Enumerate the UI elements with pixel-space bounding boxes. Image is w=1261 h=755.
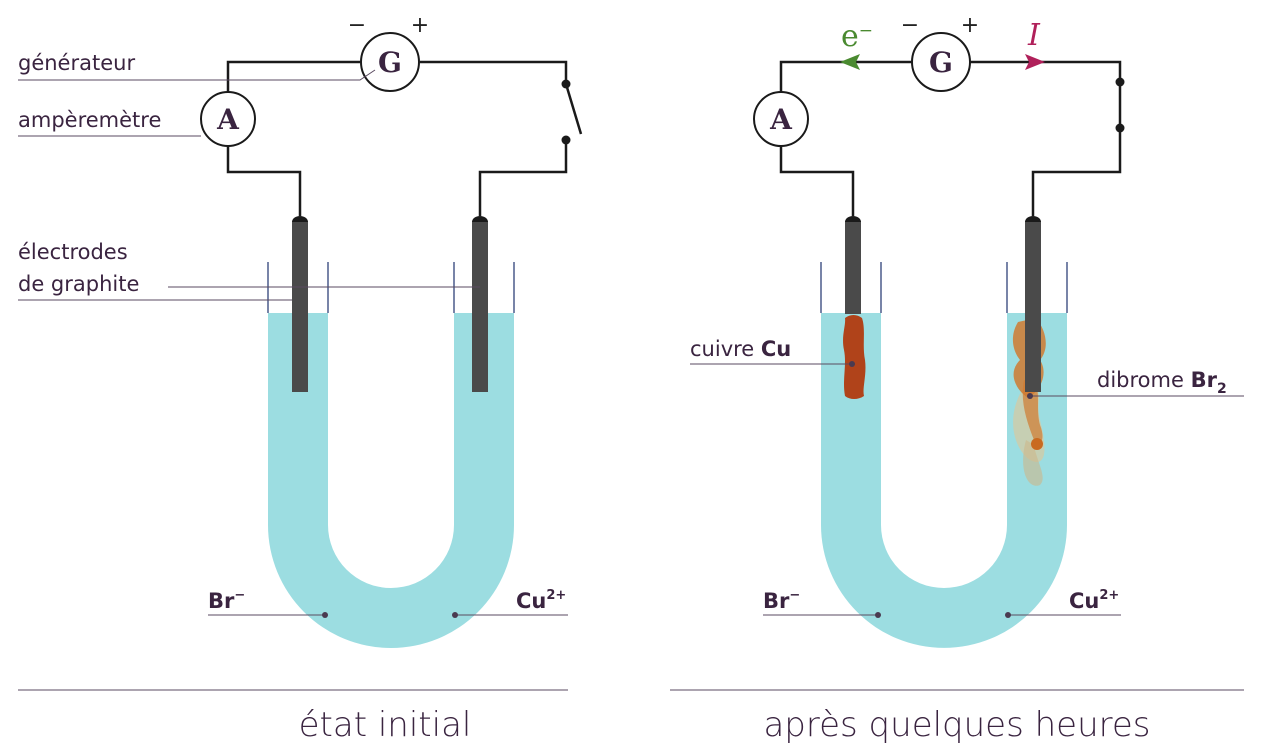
solution-right	[821, 313, 1067, 648]
ammeter-symbol: A	[216, 103, 240, 136]
electron-arrow	[840, 54, 860, 70]
switch-open	[564, 83, 583, 135]
right-panel: e− I G − + A cuivre Cu dibrome Br2 Br− C…	[670, 13, 1244, 745]
left-panel: G − + A générateur ampèremètre électrode…	[18, 13, 583, 745]
svg-text:dibrome Br2: dibrome Br2	[1097, 368, 1227, 397]
copper-deposit	[843, 315, 866, 399]
electrode-right	[472, 222, 488, 392]
ammeter-right	[753, 91, 809, 147]
ion-cu-left: Cu2+	[516, 588, 566, 613]
minus-sign: −	[901, 13, 919, 38]
generator-symbol: G	[378, 46, 402, 79]
ammeter-left	[200, 91, 256, 147]
ammeter-symbol: A	[769, 103, 793, 136]
generator-symbol: G	[929, 46, 953, 79]
ion-br-right: Br−	[763, 588, 800, 613]
svg-text:Cu2+: Cu2+	[1069, 588, 1119, 613]
generator-left	[360, 32, 420, 92]
svg-text:Cu2+: Cu2+	[516, 588, 566, 613]
svg-text:Br−: Br−	[208, 588, 245, 613]
label-cuivre: cuivre Cu	[690, 337, 791, 361]
label-generateur: générateur	[18, 51, 135, 75]
caption-right: après quelques heures	[763, 705, 1150, 745]
electrode-left	[292, 222, 308, 392]
current-arrow	[1025, 54, 1045, 70]
svg-text:Br−: Br−	[763, 588, 800, 613]
plus-sign: +	[411, 13, 429, 38]
minus-sign: −	[348, 13, 366, 38]
solution-left	[268, 313, 514, 648]
ion-cu-right: Cu2+	[1069, 588, 1119, 613]
plus-sign: +	[961, 13, 979, 38]
current-label: I	[1027, 18, 1041, 53]
label-electrodes-1: électrodes	[18, 240, 128, 264]
ion-br-left: Br−	[208, 588, 245, 613]
electrode-left	[845, 222, 861, 314]
label-electrodes-2: de graphite	[18, 272, 139, 296]
electrode-right	[1025, 222, 1041, 392]
label-dibrome: dibrome Br2	[1097, 368, 1227, 397]
generator-right	[911, 32, 971, 92]
electron-label: e−	[841, 19, 873, 54]
caption-left: état initial	[299, 705, 472, 745]
svg-text:cuivre Cu: cuivre Cu	[690, 337, 791, 361]
label-amperemetre: ampèremètre	[18, 108, 161, 132]
